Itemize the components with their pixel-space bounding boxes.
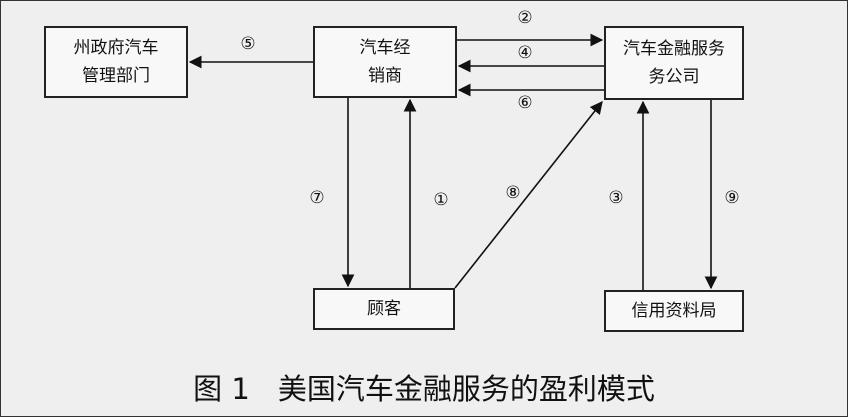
edge-label-6: ⑥ [517, 93, 533, 113]
node-label-line: 管理部门 [82, 66, 150, 86]
arrow-8 [454, 100, 603, 289]
node-finance-company: 汽车金融服务 务公司 [604, 26, 744, 100]
node-dealer: 汽车经 销商 [313, 26, 457, 98]
node-customer: 顾客 [313, 288, 455, 330]
node-label-line: 汽车金融服务 [623, 39, 725, 59]
edge-label-1: ① [433, 190, 449, 210]
node-credit-bureau: 信用资料局 [604, 290, 744, 332]
edge-label-7: ⑦ [309, 188, 325, 208]
caption-title: 美国汽车金融服务的盈利模式 [277, 372, 655, 406]
node-label-line: 信用资料局 [631, 301, 717, 321]
node-state-government: 州政府汽车 管理部门 [44, 26, 188, 98]
node-label-line: 州政府汽车 [73, 38, 159, 58]
edge-label-4: ④ [517, 43, 533, 63]
edge-label-3: ③ [608, 188, 624, 208]
node-label-line: 汽车经 [359, 38, 411, 58]
node-label-line: 务公司 [648, 67, 700, 87]
node-label-line: 顾客 [367, 299, 401, 319]
figure-caption: 图 1 美国汽车金融服务的盈利模式 [0, 366, 848, 408]
edge-label-8: ⑧ [505, 183, 521, 203]
edge-label-2: ② [517, 8, 533, 28]
edge-label-9: ⑨ [724, 188, 740, 208]
caption-number: 图 1 [193, 372, 250, 406]
edge-label-5: ⑤ [240, 34, 256, 54]
node-label-line: 销商 [368, 66, 402, 86]
